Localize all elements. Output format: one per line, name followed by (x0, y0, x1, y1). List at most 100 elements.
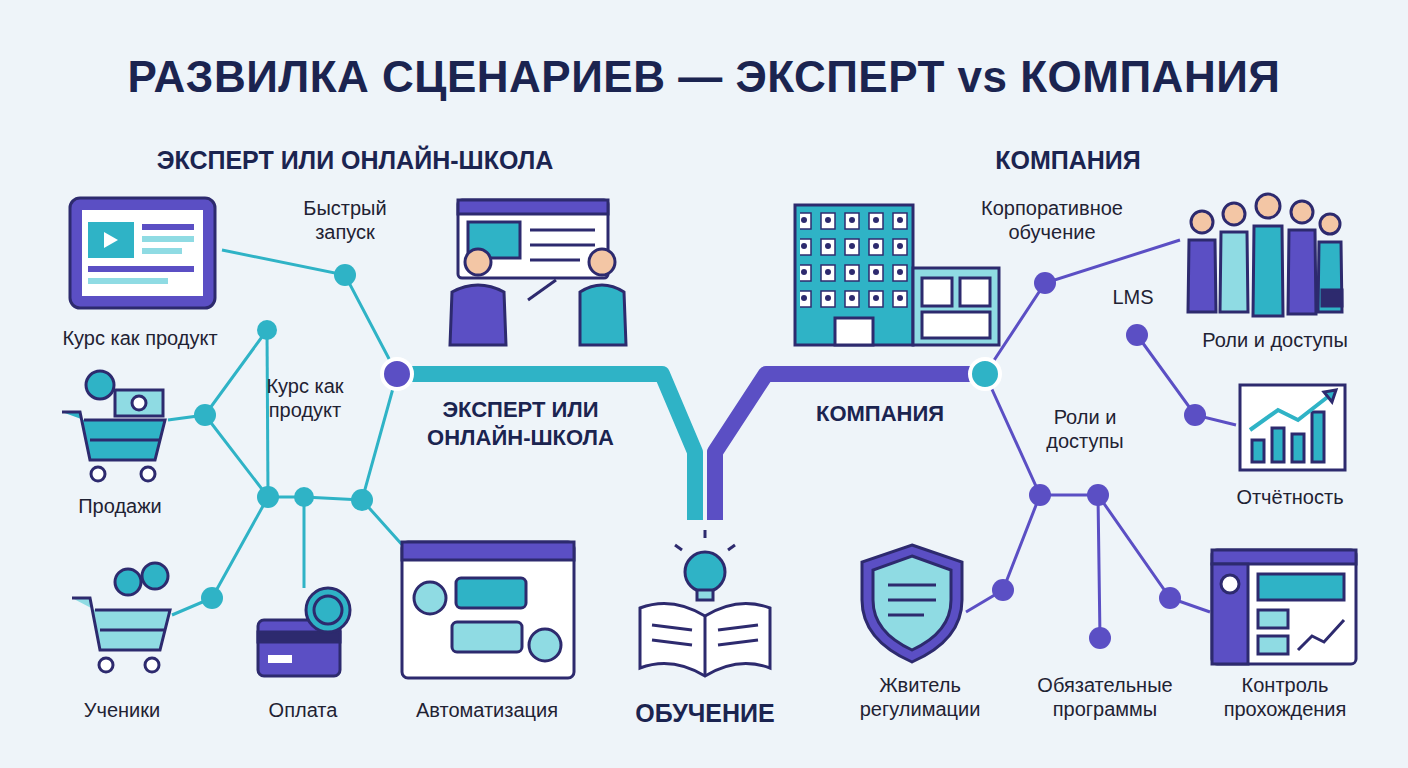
chart-icon-part (1324, 390, 1336, 402)
cart-money-icon-part (115, 390, 163, 416)
chat-window-icon-part (414, 582, 446, 614)
tree-dots-left-part (257, 486, 279, 508)
tablet-icon-part (142, 236, 194, 242)
item-label: Курс как продукт (263, 374, 347, 423)
tree-lines-left-part (205, 415, 362, 500)
item-label: Роли и доступы (1185, 328, 1365, 352)
tree-dots-left-part (194, 404, 216, 426)
dashboard-icon-part (1212, 550, 1356, 664)
people-group-illustration-part (1256, 194, 1280, 218)
tablet-icon-part (82, 210, 203, 296)
chat-window-icon-part (529, 629, 561, 661)
building-illustration (795, 205, 999, 345)
tablet-icon-part (104, 232, 118, 248)
presenters-illustration-part (530, 244, 595, 247)
people-group-illustration (1188, 194, 1342, 316)
book-bulb-icon-part (704, 530, 707, 538)
dashboard-icon-part (1258, 574, 1344, 600)
tree-lines-right-part (1098, 495, 1210, 612)
tree-dots-right-part (1159, 587, 1181, 609)
presenters-illustration-part (580, 285, 626, 345)
people-group-illustration-part (1288, 230, 1316, 314)
chart-icon-part (1252, 440, 1264, 462)
item-label: Автоматизация (397, 698, 577, 722)
tablet-icon-part (142, 224, 194, 230)
node-label: КОМПАНИЯ (810, 400, 950, 428)
chart-icon-part (1312, 412, 1324, 462)
dashboard-icon-part (1258, 636, 1288, 654)
node-label: ЭКСПЕРТ ИЛИ ОНЛАЙН-ШКОЛА (413, 396, 628, 451)
tablet-icon-part (142, 248, 182, 254)
chart-icon (1240, 385, 1345, 470)
tree-lines-right (966, 240, 1236, 638)
chart-icon-part (1240, 385, 1345, 470)
chat-window-icon-part (402, 542, 574, 678)
people-group-illustration-part (1223, 203, 1245, 225)
tree-dots-left (194, 264, 373, 609)
cart-money-icon-part (86, 371, 114, 399)
tablet-icon-part (88, 266, 194, 272)
root-node: ОБУЧЕНИЕ (615, 520, 795, 735)
cart-coins-icon (72, 563, 170, 672)
tablet-icon-part (88, 222, 134, 258)
payment-card-icon-part (306, 588, 350, 632)
cart-money-icon-part (141, 467, 155, 481)
item-label: Контроль прохождения (1210, 673, 1360, 722)
people-group-illustration-part (1253, 226, 1283, 316)
tree-lines-left-part (172, 497, 268, 615)
dashboard-icon (1212, 550, 1356, 664)
chart-icon-part (1292, 434, 1304, 462)
tablet-icon (70, 198, 215, 308)
tree-dots-left-part (201, 587, 223, 609)
fork-connector (638, 374, 695, 520)
building-illustration-part (835, 318, 873, 345)
dashboard-icon-part (1258, 610, 1288, 628)
book-bulb-icon-part (704, 616, 707, 676)
presenters-illustration-part (530, 229, 595, 232)
hub-bar (790, 360, 1001, 390)
cart-money-icon-part (90, 439, 160, 442)
cart-coins-icon-part (72, 598, 170, 650)
hub-bar (383, 360, 638, 390)
tree-dots-right-part (1034, 272, 1056, 294)
tree-dots-right-part (1089, 627, 1111, 649)
item-label: Ученики (52, 698, 192, 722)
building-illustration-part (800, 210, 908, 314)
shield-icon-part (888, 584, 936, 587)
book-bulb-icon-part (652, 625, 692, 630)
branch-hub: ЭКСПЕРТ ИЛИ ОНЛАЙН-ШКОЛА (383, 360, 638, 459)
tree-dots-right-part (992, 579, 1014, 601)
chat-window-icon-part (402, 542, 574, 560)
dashboard-icon-part (1221, 575, 1239, 593)
hub-dot (970, 359, 1000, 389)
chart-icon-part (1250, 392, 1334, 430)
cart-coins-icon-part (99, 658, 113, 672)
shield-icon-part (888, 599, 936, 602)
branch-hub: КОМПАНИЯ (790, 360, 1001, 436)
book-bulb-icon-part (718, 640, 758, 645)
book-bulb-icon-part (697, 590, 713, 600)
cart-money-icon (62, 371, 165, 481)
tree-dots-right-part (1029, 484, 1051, 506)
building-illustration-part (913, 268, 999, 345)
presenters-illustration-part (528, 280, 556, 300)
book-bulb-icon-part (728, 545, 735, 550)
shield-icon-part (873, 556, 951, 650)
tree-dots-left-part (294, 487, 314, 507)
item-label: Обязательные программы (1020, 673, 1190, 722)
chat-window-icon-part (456, 578, 526, 608)
item-label: Корпоративное обучение (967, 196, 1137, 245)
tablet-icon-part (88, 278, 168, 284)
building-illustration-part (960, 278, 990, 306)
book-bulb-icon-part (652, 640, 692, 645)
book-bulb-icon (640, 530, 770, 676)
building-illustration-part (795, 205, 913, 345)
payment-card-icon (258, 588, 350, 676)
item-label: Отчётность (1220, 485, 1360, 509)
presenters-illustration-part (465, 249, 491, 275)
tree-dots-right-part (1184, 404, 1206, 426)
shield-icon-part (862, 545, 962, 662)
people-group-illustration-part (1318, 242, 1342, 312)
item-label: Курс как продукт (35, 326, 245, 350)
